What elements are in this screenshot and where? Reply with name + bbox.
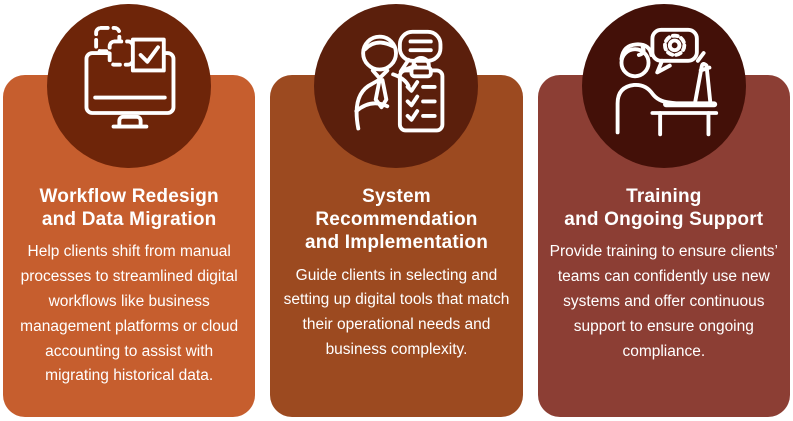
- card-title: Training and Ongoing Support: [564, 186, 764, 231]
- card-system-recommendation: System Recommendation and Implementation…: [270, 4, 523, 417]
- card-description: Help clients shift from manual processes…: [20, 243, 239, 385]
- person-laptop-support-icon: [606, 26, 722, 147]
- card-workflow-redesign: Workflow Redesign and Data Migration Hel…: [3, 4, 256, 417]
- consultant-clipboard-icon: [338, 26, 454, 147]
- card-content: System Recommendation and Implementation…: [270, 75, 522, 363]
- card-title: Workflow Redesign and Data Migration: [39, 186, 219, 231]
- card-content: Training and Ongoing Support Provide tra…: [538, 75, 790, 364]
- card-content: Workflow Redesign and Data Migration Hel…: [3, 75, 255, 389]
- card-title: System Recommendation and Implementation: [304, 186, 489, 254]
- card-training-support: Training and Ongoing Support Provide tra…: [537, 4, 790, 417]
- monitor-data-migration-icon: [71, 25, 187, 147]
- icon-circle-system: [314, 4, 479, 168]
- icon-circle-workflow: [47, 4, 212, 168]
- card-description: Provide training to ensure clients’ team…: [549, 243, 778, 360]
- icon-circle-training: [581, 4, 746, 168]
- card-description: Guide clients in selecting and setting u…: [283, 266, 510, 358]
